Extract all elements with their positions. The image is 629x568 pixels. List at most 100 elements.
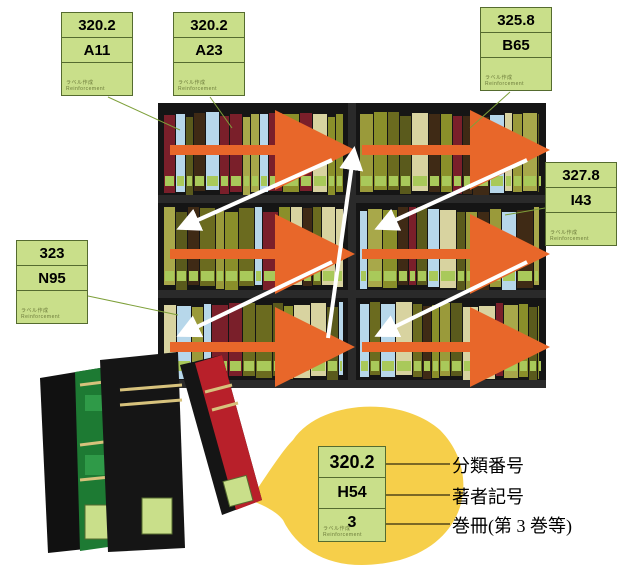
book-spine-label — [165, 176, 174, 186]
book-spine-label — [384, 271, 396, 281]
book-spine-label — [323, 271, 334, 281]
book-spine-label — [458, 271, 464, 281]
book-spine-label — [397, 361, 411, 371]
book-spine-label — [244, 361, 254, 371]
book-spine-label — [410, 271, 415, 281]
book-spine-label — [329, 176, 334, 186]
book-spine-label — [285, 361, 292, 371]
book-spine-label — [252, 176, 258, 186]
call-number-card: 320.2 A11 ラベル作成 Reinforcement — [61, 12, 133, 96]
shelf-book — [186, 117, 193, 195]
card-tiny-text: ラベル作成 Reinforcement — [21, 308, 61, 320]
white-arrow-3 — [326, 146, 364, 339]
white-arrows — [176, 146, 528, 339]
book-spine-label — [375, 176, 386, 186]
shelf-book — [413, 304, 422, 377]
book-spine-label — [464, 361, 477, 371]
book-spine-label — [382, 361, 394, 371]
shelf-book — [188, 207, 199, 285]
white-arrow-1 — [176, 158, 333, 231]
shelf-book — [538, 114, 539, 192]
author-mark: A23 — [174, 38, 244, 63]
book-spine-label — [452, 361, 461, 371]
book-spine-label — [371, 361, 379, 371]
shelf-book — [239, 208, 254, 286]
card-tiny-text: ラベル作成 Reinforcement — [178, 80, 218, 92]
book-spine-label — [165, 271, 174, 281]
legend-volume: 巻冊(第 3 巻等) — [452, 516, 572, 536]
book-spine-label — [257, 361, 271, 371]
spine-label-2 — [141, 497, 173, 535]
shelf-book — [451, 303, 462, 376]
book-spine-label — [201, 271, 214, 281]
book-spine-label — [454, 176, 461, 186]
book-spine-label — [231, 176, 241, 186]
book-spine-label — [506, 176, 511, 186]
book-spine-label — [429, 271, 438, 281]
book-spine-label — [401, 176, 410, 186]
book-spine-label — [221, 176, 228, 186]
book-spine-label — [337, 176, 342, 186]
book-spine-label — [413, 176, 427, 186]
detail-author-mark: H54 — [319, 478, 385, 509]
book-spine-label — [433, 361, 438, 371]
legend-connectors — [386, 463, 450, 525]
legend-author: 著者記号 — [452, 487, 524, 507]
leader-lines — [87, 91, 546, 316]
author-mark: B65 — [481, 33, 551, 58]
book-spine-label — [226, 271, 237, 281]
book-spine-label — [535, 271, 538, 281]
shelf-book — [164, 207, 175, 285]
card-tiny-text: ラベル作成 Reinforcement — [66, 80, 106, 92]
detail-label-card: 320.2 H54 3 ラベル作成 Reinforcement — [318, 446, 386, 542]
book-spine-label — [240, 271, 253, 281]
book-spine-label — [177, 176, 184, 186]
book-spine-label — [520, 361, 527, 371]
book-spine-label — [424, 361, 430, 371]
book-spine-label — [256, 271, 261, 281]
shelf-book — [204, 304, 211, 377]
book-spine-label — [414, 361, 421, 371]
shelf-book — [409, 207, 416, 285]
book-spine-label — [295, 361, 309, 371]
call-number-card: 325.8 B65 ラベル作成 Reinforcement — [480, 7, 552, 91]
spine-label-3 — [222, 474, 254, 508]
shelf-book — [360, 304, 369, 377]
detail-volume-number: 3 — [347, 514, 357, 531]
call-number-card: 327.8 I43 ラベル作成 Reinforcement — [545, 162, 617, 246]
book-spine-label — [230, 361, 241, 371]
book-spine-label — [361, 176, 372, 186]
classification-number: 320.2 — [174, 13, 244, 38]
book-spine-label — [312, 361, 325, 371]
shelf-book — [255, 207, 262, 285]
book-spine-label — [314, 176, 326, 186]
book-spine-label — [244, 176, 249, 186]
book-spine-label — [530, 361, 536, 371]
shelf-book — [432, 305, 439, 378]
book-spine-label — [539, 361, 541, 371]
book-spine-label — [467, 271, 476, 281]
book-spine-label — [328, 361, 337, 371]
book-spine-label — [187, 176, 192, 186]
book-spine-label — [539, 176, 541, 186]
book-spine-label — [207, 176, 218, 186]
detail-classification-number: 320.2 — [319, 447, 385, 478]
book-spine-label — [464, 176, 471, 186]
card-tiny-text: ラベル作成 Reinforcement — [485, 75, 525, 87]
book-spine-label — [261, 176, 267, 186]
shelf-book — [417, 207, 427, 285]
book-spine-label — [418, 271, 426, 281]
book-spine-label — [479, 271, 488, 281]
book-spine-label — [497, 361, 502, 371]
book-spine-label — [505, 361, 517, 371]
book-spine-label — [314, 271, 320, 281]
card-tiny-text: ラベル作成 Reinforcement — [323, 526, 363, 538]
book-spine-label — [399, 271, 407, 281]
classification-number: 323 — [17, 241, 87, 266]
shelf-book — [398, 207, 408, 285]
call-number-card: 323 N95 ラベル作成 Reinforcement — [16, 240, 88, 324]
shelf-book — [243, 117, 250, 195]
white-arrow-4 — [374, 158, 528, 231]
book-spine-label — [524, 176, 536, 186]
author-mark: A11 — [62, 38, 132, 63]
